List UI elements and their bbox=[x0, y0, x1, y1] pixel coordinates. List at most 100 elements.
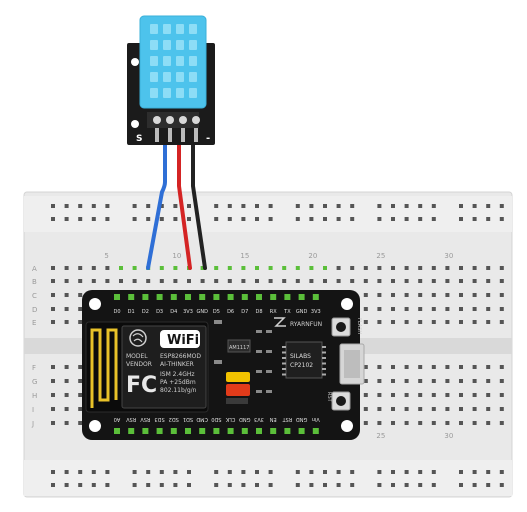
rail-hole bbox=[173, 470, 178, 474]
rail-hole bbox=[91, 217, 96, 221]
terminal-hole bbox=[309, 279, 314, 283]
rail-hole bbox=[323, 204, 327, 208]
terminal-hole bbox=[51, 320, 55, 324]
top-pin-label: D0 bbox=[113, 309, 120, 315]
terminal-hole bbox=[78, 293, 83, 297]
bottom-pin-label: RSV bbox=[126, 416, 137, 422]
row-label: F bbox=[32, 364, 36, 372]
rail-hole bbox=[78, 204, 83, 208]
rail-hole bbox=[323, 217, 327, 221]
rail-hole bbox=[51, 217, 55, 221]
rail-hole bbox=[499, 483, 504, 487]
terminal-hole bbox=[363, 365, 368, 369]
terminal-hole bbox=[363, 279, 368, 283]
rail-hole bbox=[255, 483, 259, 487]
terminal-hole bbox=[445, 266, 450, 270]
column-label: 15 bbox=[240, 252, 249, 260]
rail-hole bbox=[214, 217, 219, 221]
rail-hole bbox=[91, 204, 96, 208]
terminal-hole bbox=[377, 393, 382, 397]
rail-hole bbox=[187, 204, 191, 208]
header-pin bbox=[142, 294, 149, 300]
terminal-hole bbox=[200, 266, 205, 270]
rail-hole bbox=[323, 470, 327, 474]
terminal-hole bbox=[391, 320, 395, 324]
regulator-chip bbox=[227, 339, 251, 353]
bottom-pin-label: CMD bbox=[196, 416, 208, 422]
header-pin bbox=[298, 428, 305, 434]
row-label: J bbox=[31, 420, 34, 428]
terminal-hole bbox=[51, 365, 55, 369]
terminal-hole bbox=[499, 307, 504, 311]
terminal-hole bbox=[499, 320, 504, 324]
vendor-value: AI-THINKER bbox=[160, 361, 194, 368]
rail-hole bbox=[295, 204, 300, 208]
terminal-hole bbox=[472, 379, 477, 383]
header-pin bbox=[142, 428, 149, 434]
terminal-hole bbox=[486, 307, 491, 311]
rail-hole bbox=[350, 470, 355, 474]
terminal-hole bbox=[241, 279, 246, 283]
rail-hole bbox=[255, 217, 259, 221]
terminal-hole bbox=[459, 320, 463, 324]
terminal-hole bbox=[459, 421, 463, 425]
terminal-hole bbox=[64, 320, 69, 324]
rail-hole bbox=[241, 204, 246, 208]
vent-hole bbox=[189, 72, 197, 82]
terminal-hole bbox=[391, 393, 395, 397]
terminal-hole bbox=[255, 266, 259, 270]
rail-hole bbox=[472, 470, 477, 474]
header-pin bbox=[284, 294, 291, 300]
column-label: 5 bbox=[104, 252, 108, 260]
rail-hole bbox=[486, 217, 491, 221]
rail-hole bbox=[187, 217, 191, 221]
terminal-hole bbox=[377, 307, 382, 311]
terminal-hole bbox=[459, 266, 463, 270]
terminal-hole bbox=[78, 407, 83, 411]
top-pin-label: D2 bbox=[142, 309, 149, 315]
row-label: B bbox=[32, 278, 37, 286]
header-pin bbox=[114, 428, 120, 434]
bottom-pin-label: RST bbox=[282, 416, 293, 422]
regulator-label: AM1117 bbox=[229, 345, 249, 351]
terminal-hole bbox=[431, 320, 436, 324]
esp8266-module: WiFi MODEL VENDOR ESP8266MOD AI-THINKER … bbox=[85, 321, 209, 413]
terminal-hole bbox=[472, 279, 477, 283]
header-pin bbox=[199, 294, 206, 300]
terminal-hole bbox=[187, 279, 191, 283]
rail-hole bbox=[295, 483, 300, 487]
terminal-hole bbox=[350, 279, 355, 283]
terminal-hole bbox=[418, 393, 423, 397]
rail-hole bbox=[241, 217, 246, 221]
terminal-hole bbox=[377, 421, 382, 425]
terminal-hole bbox=[200, 279, 205, 283]
rail-hole bbox=[472, 204, 477, 208]
capacitor-red bbox=[226, 384, 250, 396]
top-pin-label: D8 bbox=[255, 309, 262, 315]
rail-hole bbox=[418, 204, 423, 208]
wire-vcc-red bbox=[177, 138, 192, 270]
terminal-hole bbox=[105, 266, 110, 270]
terminal-hole bbox=[459, 407, 463, 411]
bottom-pin-label: EN bbox=[269, 416, 276, 422]
rail-hole bbox=[391, 470, 395, 474]
terminal-hole bbox=[146, 279, 151, 283]
rail-hole bbox=[173, 204, 178, 208]
terminal-hole bbox=[445, 393, 450, 397]
header-pin bbox=[213, 428, 220, 434]
terminal-hole bbox=[51, 407, 55, 411]
capacitor-yellow bbox=[226, 372, 250, 382]
bottom-pin-label: RSV bbox=[140, 416, 151, 422]
vent-hole bbox=[176, 40, 184, 50]
terminal-hole bbox=[431, 279, 436, 283]
row-label: H bbox=[32, 392, 37, 400]
rail-hole bbox=[499, 204, 504, 208]
terminal-hole bbox=[499, 365, 504, 369]
terminal-hole bbox=[391, 266, 395, 270]
rail-hole bbox=[64, 483, 69, 487]
rail-hole bbox=[486, 470, 491, 474]
rail-hole bbox=[241, 483, 246, 487]
bottom-pin-label: SD2 bbox=[169, 416, 179, 422]
